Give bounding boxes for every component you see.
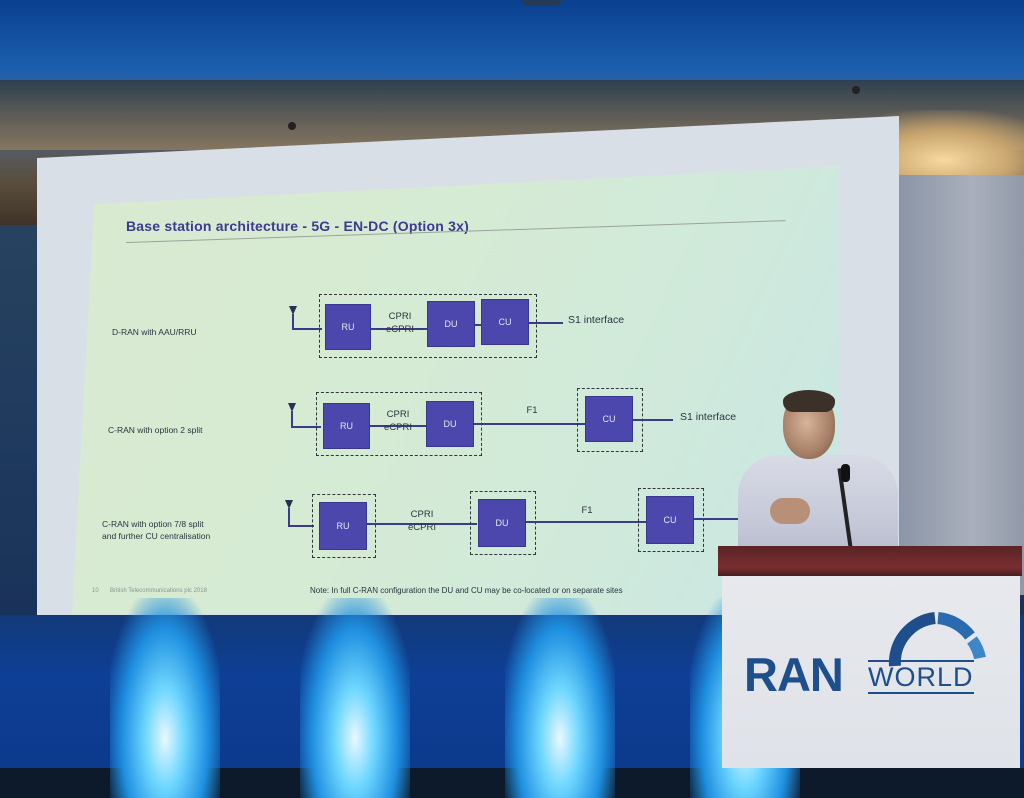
slide-note: Note: In full C-RAN configuration the DU… <box>310 586 623 595</box>
row-label-c-ran-option-2: C-RAN with option 2 split <box>108 425 203 435</box>
row-label-d-ran: D-RAN with AAU/RRU <box>112 327 197 337</box>
aau-rru-group <box>319 294 537 358</box>
podium <box>722 548 1020 768</box>
du-group <box>470 491 536 555</box>
fronthaul-line <box>367 523 477 525</box>
antenna-icon <box>288 403 296 412</box>
fronthaul-line <box>370 425 426 427</box>
backhaul-line <box>633 419 673 421</box>
fronthaul-label: CPRI eCPRI <box>376 408 420 434</box>
row-label-c-ran-option-7-8: C-RAN with option 7/8 split and further … <box>102 518 210 542</box>
s1-interface-label: S1 interface <box>568 314 625 326</box>
ru-box: RU <box>319 502 367 550</box>
connector-line <box>291 426 321 428</box>
fronthaul-line <box>371 328 427 330</box>
ran-world-logo-mark-icon <box>888 612 986 667</box>
stage-spotlight <box>300 598 410 798</box>
fronthaul-label: CPRI eCPRI <box>400 508 444 534</box>
antenna-icon <box>289 306 297 315</box>
du-box: DU <box>426 401 474 447</box>
slide-copyright: British Telecommunications plc 2018 <box>110 588 207 594</box>
f1-label: F1 <box>581 505 593 516</box>
cu-group <box>638 488 704 552</box>
ru-box: RU <box>323 403 370 449</box>
logo-world-text: WORLD <box>868 660 974 694</box>
presenter-hands <box>770 498 810 524</box>
ru-box: RU <box>325 304 371 350</box>
cu-box: CU <box>481 299 529 345</box>
ru-group <box>312 494 376 558</box>
connector-line <box>292 328 322 330</box>
podium-top <box>718 546 1022 576</box>
logo-ran-text: RAN <box>744 648 844 701</box>
connector-line <box>475 324 481 326</box>
ecpri-label: eCPRI <box>384 422 412 433</box>
connector-line <box>288 525 314 527</box>
row-label-line-2: and further CU centralisation <box>102 531 211 541</box>
du-box: DU <box>478 499 526 547</box>
f1-midhaul-line <box>526 521 646 523</box>
presenter-hair <box>783 390 835 412</box>
cu-box: CU <box>646 496 694 544</box>
du-box: DU <box>427 301 475 347</box>
antenna-mast <box>288 508 290 526</box>
ceiling-speaker <box>288 122 296 130</box>
fronthaul-label: CPRI eCPRI <box>378 310 422 336</box>
architecture-diagram: D-RAN with AAU/RRU RU CPRI eCPRI DU CU S… <box>72 166 840 614</box>
backhaul-line <box>694 518 754 520</box>
ecpri-label: eCPRI <box>386 324 414 335</box>
cpri-label: CPRI <box>410 509 434 520</box>
presentation-slide: Base station architecture - 5G - EN-DC (… <box>72 166 840 614</box>
stage-spotlight <box>505 598 615 798</box>
stage-spotlight <box>110 598 220 798</box>
ceiling-light-fixture <box>522 0 562 6</box>
cu-box: CU <box>585 396 633 442</box>
f1-midhaul-line <box>474 423 586 425</box>
row-label-line-1: C-RAN with option 7/8 split <box>102 519 204 529</box>
antenna-mast <box>291 411 293 427</box>
slide-page-number: 10 <box>92 588 99 594</box>
side-wall <box>895 175 1024 595</box>
antenna-mast <box>292 314 294 329</box>
cpri-label: CPRI <box>386 409 410 420</box>
antenna-icon <box>285 500 293 509</box>
backhaul-line <box>529 322 563 324</box>
slide-title: Base station architecture - 5G - EN-DC (… <box>126 218 469 234</box>
s1-interface-label: S1 interface <box>680 411 737 423</box>
ecpri-label: eCPRI <box>408 522 436 533</box>
cpri-label: CPRI <box>388 311 412 322</box>
f1-label: F1 <box>526 405 538 416</box>
microphone-icon <box>841 464 850 482</box>
ceiling-speaker <box>852 86 860 94</box>
